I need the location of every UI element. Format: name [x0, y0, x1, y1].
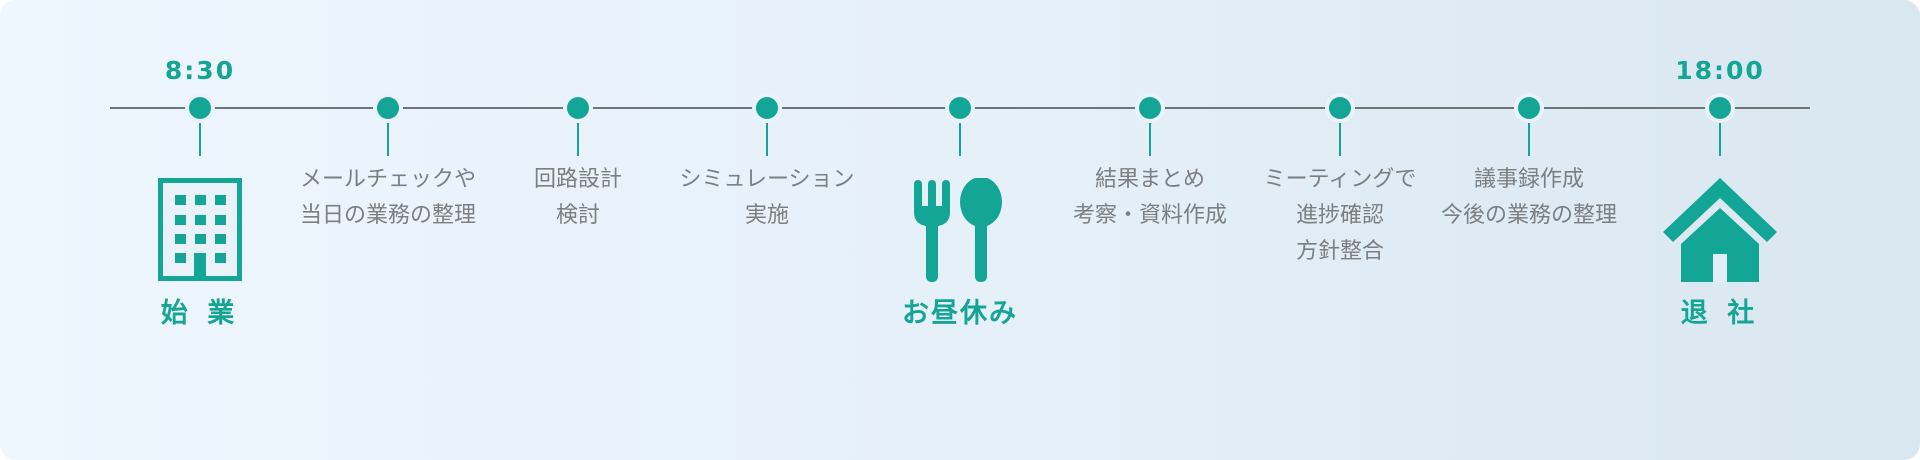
timeline-dot — [189, 97, 211, 119]
timeline-dot — [756, 97, 778, 119]
timeline-dot — [377, 97, 399, 119]
activity-line: 方針整合 — [1295, 239, 1384, 264]
activity-line: シミュレーション — [679, 167, 855, 192]
start-time: 8:30 — [164, 56, 236, 85]
activity-line: 検討 — [555, 203, 600, 228]
office-building-icon — [158, 178, 242, 285]
activity-line: メールチェックや — [299, 167, 476, 192]
lunch-label: お昼休み — [902, 298, 1018, 329]
activity-description: ミーティングで 進捗確認 方針整合 — [1230, 162, 1450, 270]
timeline-stem — [199, 123, 201, 156]
timeline-dot — [1709, 97, 1731, 119]
timeline-dot — [949, 97, 971, 119]
activity-description: 議事録作成 今後の業務の整理 — [1419, 162, 1639, 234]
timeline-dot — [1329, 97, 1351, 119]
activity-line: ミーティングで — [1263, 167, 1417, 192]
activity-description: メールチェックや 当日の業務の整理 — [278, 162, 498, 234]
timeline-stem — [1149, 123, 1151, 156]
start-label: 始 業 — [160, 298, 240, 329]
activity-line: 考察・資料作成 — [1072, 203, 1227, 228]
timeline-dot — [1518, 97, 1540, 119]
activity-line: 結果まとめ — [1094, 167, 1205, 192]
timeline-stem — [1719, 123, 1721, 156]
activity-description: 結果まとめ 考察・資料作成 — [1040, 162, 1260, 234]
activity-line: 実施 — [744, 203, 789, 228]
activity-line: 議事録作成 — [1473, 167, 1584, 192]
activity-line: 当日の業務の整理 — [299, 203, 476, 228]
activity-line: 進捗確認 — [1295, 203, 1384, 228]
activity-line: 回路設計 — [533, 167, 622, 192]
timeline-stem — [959, 123, 961, 156]
end-label: 退 社 — [1680, 298, 1760, 329]
end-time: 18:00 — [1675, 56, 1765, 85]
activity-description: シミュレーション 実施 — [657, 162, 877, 234]
fork-and-spoon-icon — [914, 177, 1006, 286]
timeline-stem — [1528, 123, 1530, 156]
house-icon — [1663, 178, 1777, 286]
activity-line: 今後の業務の整理 — [1440, 203, 1617, 228]
timeline-stem — [1339, 123, 1341, 156]
timeline-stem — [577, 123, 579, 156]
timeline-stem — [766, 123, 768, 156]
timeline-dot — [1139, 97, 1161, 119]
timeline-stem — [387, 123, 389, 156]
activity-description: 回路設計 検討 — [468, 162, 688, 234]
timeline-dot — [567, 97, 589, 119]
